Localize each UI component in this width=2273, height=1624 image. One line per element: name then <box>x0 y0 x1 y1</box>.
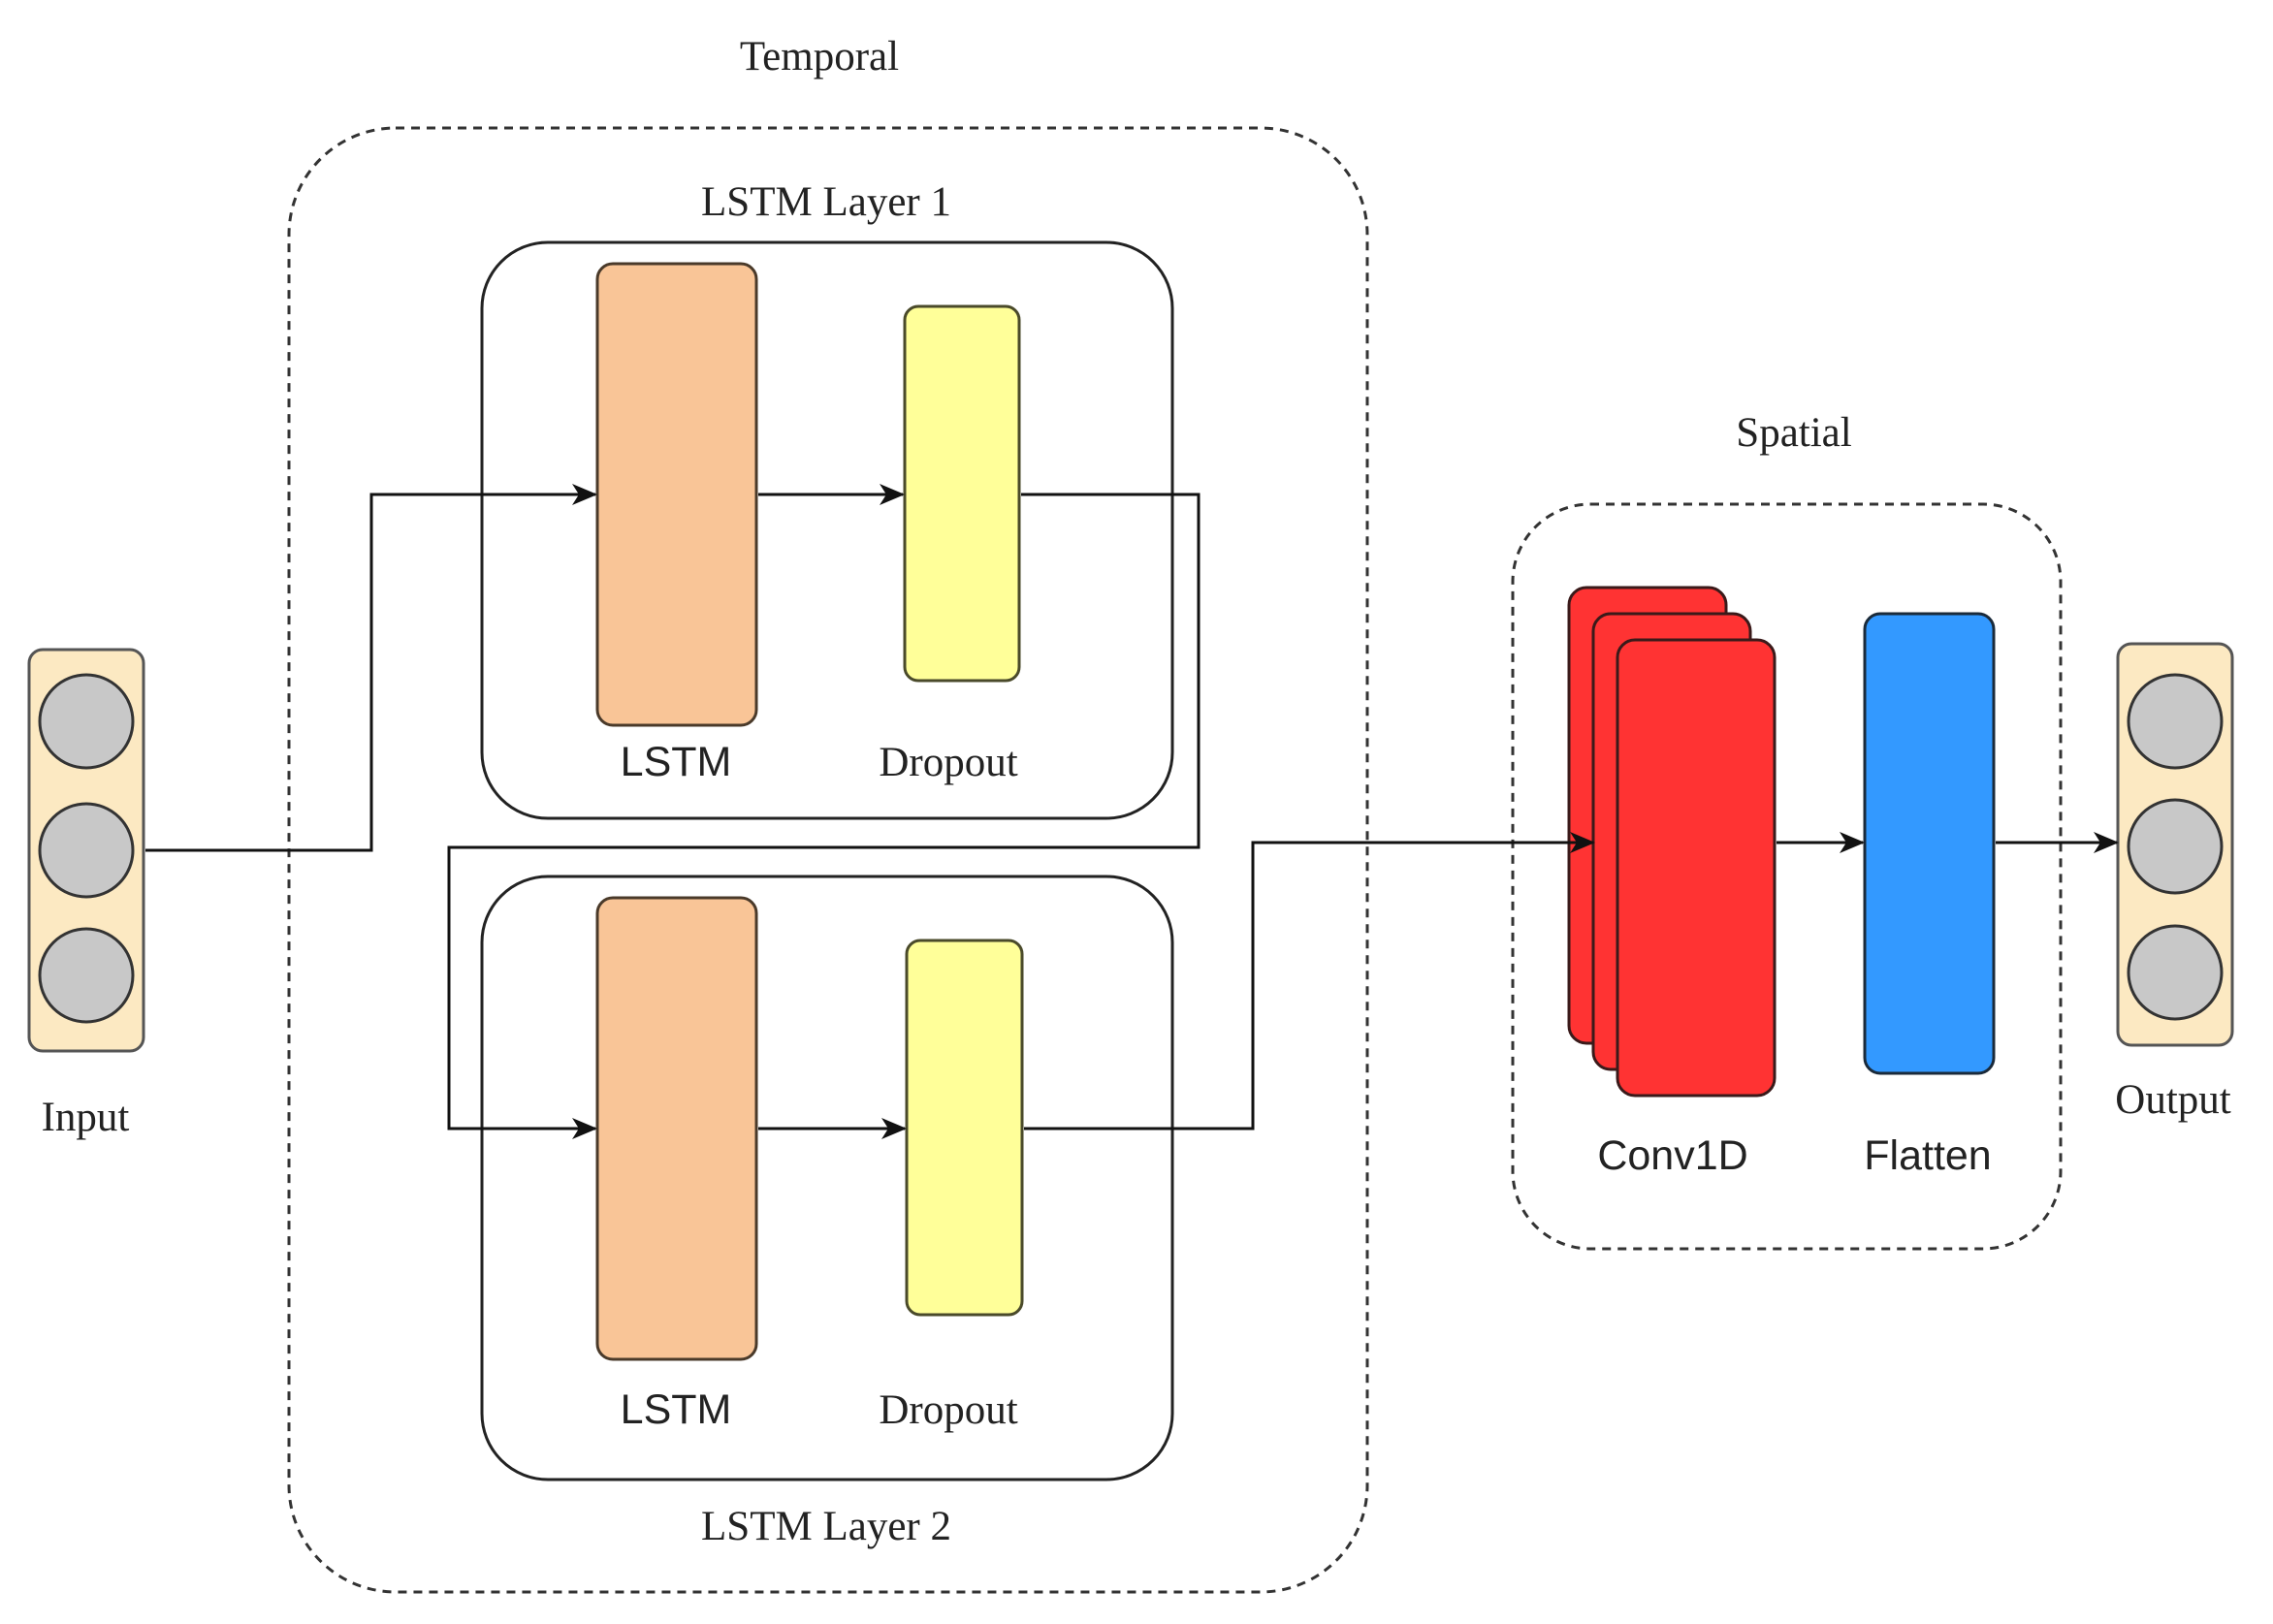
layer2-dropout-label: Dropout <box>879 1387 1017 1433</box>
edge-layer2-dropout-to-conv1d <box>1024 832 1595 1130</box>
lstm-layer1-label: LSTM Layer 1 <box>701 179 951 225</box>
layer2-dropout-block <box>905 939 1024 1317</box>
layer2-lstm-label: LSTM <box>621 1386 732 1433</box>
lstm-layer2-group <box>480 875 1174 1481</box>
edge-layer1-dropout-to-layer2-lstm <box>447 493 1201 1139</box>
flatten-block <box>1863 612 1996 1075</box>
edge-input-to-layer1-lstm <box>145 484 597 852</box>
output-node <box>2127 924 2224 1021</box>
lstm-layer1-group <box>480 240 1174 820</box>
layer2-lstm-block <box>595 896 758 1361</box>
temporal-group-label: Temporal <box>740 34 899 80</box>
input-node <box>38 673 135 770</box>
layer1-lstm-block <box>595 262 758 727</box>
conv1d-label: Conv1D <box>1597 1132 1747 1179</box>
layer1-lstm-label: LSTM <box>621 739 732 785</box>
input-label: Input <box>42 1095 130 1140</box>
output-node <box>2127 798 2224 895</box>
spatial-group <box>1511 502 2063 1251</box>
temporal-group <box>287 126 1369 1594</box>
conv1d-block-front <box>1616 638 1777 1098</box>
input-node <box>38 927 135 1024</box>
layer1-dropout-label: Dropout <box>879 740 1017 785</box>
input-node <box>38 802 135 899</box>
layer1-dropout-block <box>903 304 1021 683</box>
lstm-layer2-label: LSTM Layer 2 <box>701 1504 951 1549</box>
output-node <box>2127 673 2224 770</box>
output-label: Output <box>2115 1077 2231 1123</box>
flatten-label: Flatten <box>1864 1132 1991 1179</box>
spatial-group-label: Spatial <box>1736 410 1851 456</box>
